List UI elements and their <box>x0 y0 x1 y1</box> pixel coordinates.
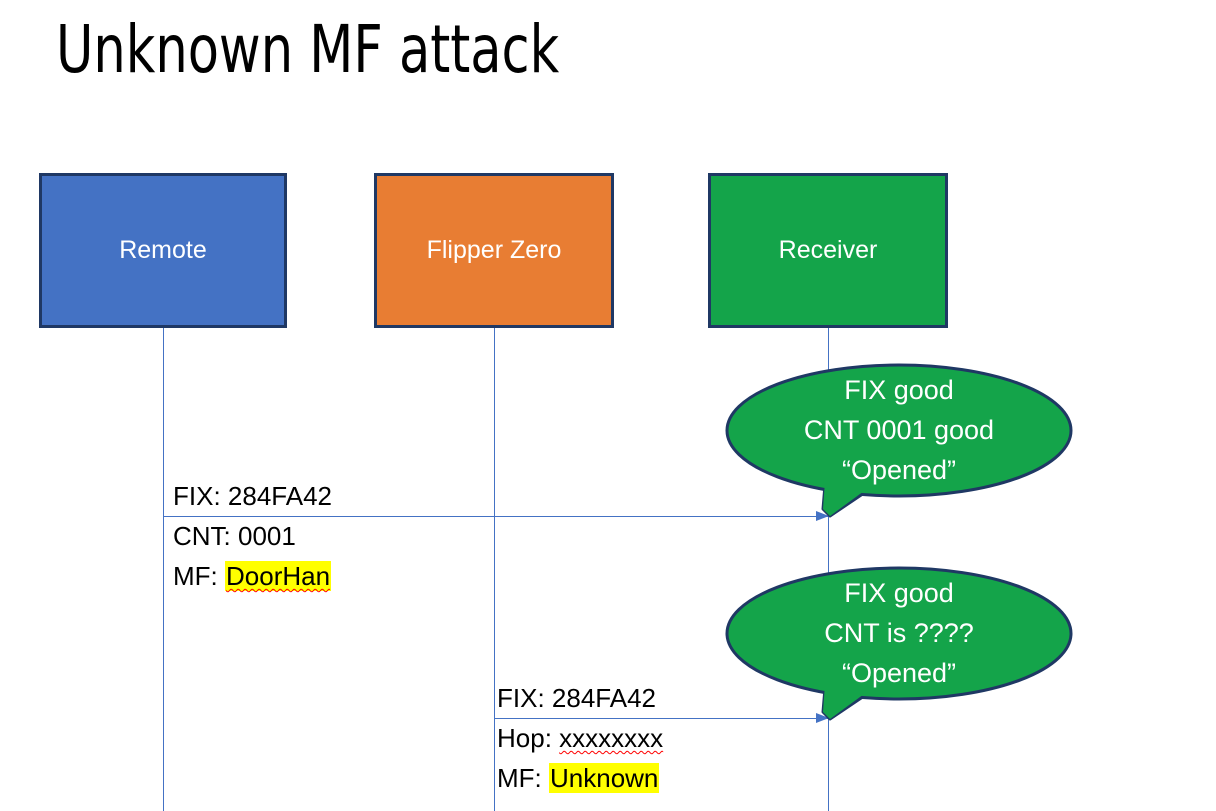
lifeline-receiver <box>828 328 829 811</box>
message-2-line-2: Hop: xxxxxxxx <box>497 718 663 758</box>
message-1-line-3-value: DoorHan <box>225 561 332 591</box>
message-2-line-2-prefix: Hop: <box>497 723 560 753</box>
actor-label-remote: Remote <box>119 236 207 264</box>
message-label-1: FIX: 284FA42 CNT: 0001 MF: DoorHan <box>173 476 332 596</box>
message-2-line-2-value: xxxxxxxx <box>559 723 664 753</box>
message-1-line-2-prefix: CNT: <box>173 521 238 551</box>
message-arrow-2 <box>494 713 829 723</box>
actor-label-receiver: Receiver <box>778 236 878 264</box>
lifeline-remote <box>163 328 164 811</box>
message-1-line-1-value: 284FA42 <box>227 481 332 511</box>
page-title: Unknown MF attack <box>56 11 560 88</box>
actor-box-remote[interactable]: Remote <box>39 173 287 328</box>
message-1-line-1: FIX: 284FA42 <box>173 476 332 516</box>
actor-box-receiver[interactable]: Receiver <box>708 173 948 328</box>
message-2-line-3-prefix: MF: <box>497 763 549 793</box>
actor-box-flipper[interactable]: Flipper Zero <box>374 173 614 328</box>
message-2-line-1-prefix: FIX: <box>497 683 552 713</box>
message-2-line-3-value: Unknown <box>549 763 660 793</box>
message-2-line-1: FIX: 284FA42 <box>497 678 663 718</box>
actor-label-flipper: Flipper Zero <box>426 236 562 264</box>
message-2-line-1-value: 284FA42 <box>551 683 656 713</box>
callout-bubble-1[interactable]: FIX good CNT 0001 good “Opened” <box>725 363 1073 518</box>
callout-bubble-2[interactable]: FIX good CNT is ???? “Opened” <box>725 566 1073 721</box>
message-1-line-1-prefix: FIX: <box>173 481 228 511</box>
lifeline-flipper <box>494 328 495 811</box>
message-1-line-2-value: 0001 <box>238 521 296 551</box>
callout-2-shape <box>725 566 1073 721</box>
message-1-line-3-prefix: MF: <box>173 561 225 591</box>
message-arrow-1 <box>163 511 829 521</box>
message-1-line-3: MF: DoorHan <box>173 556 332 596</box>
message-label-2: FIX: 284FA42 Hop: xxxxxxxx MF: Unknown <box>497 678 663 798</box>
message-1-line-2: CNT: 0001 <box>173 516 332 556</box>
callout-1-shape <box>725 363 1073 518</box>
message-2-line-3: MF: Unknown <box>497 758 663 798</box>
